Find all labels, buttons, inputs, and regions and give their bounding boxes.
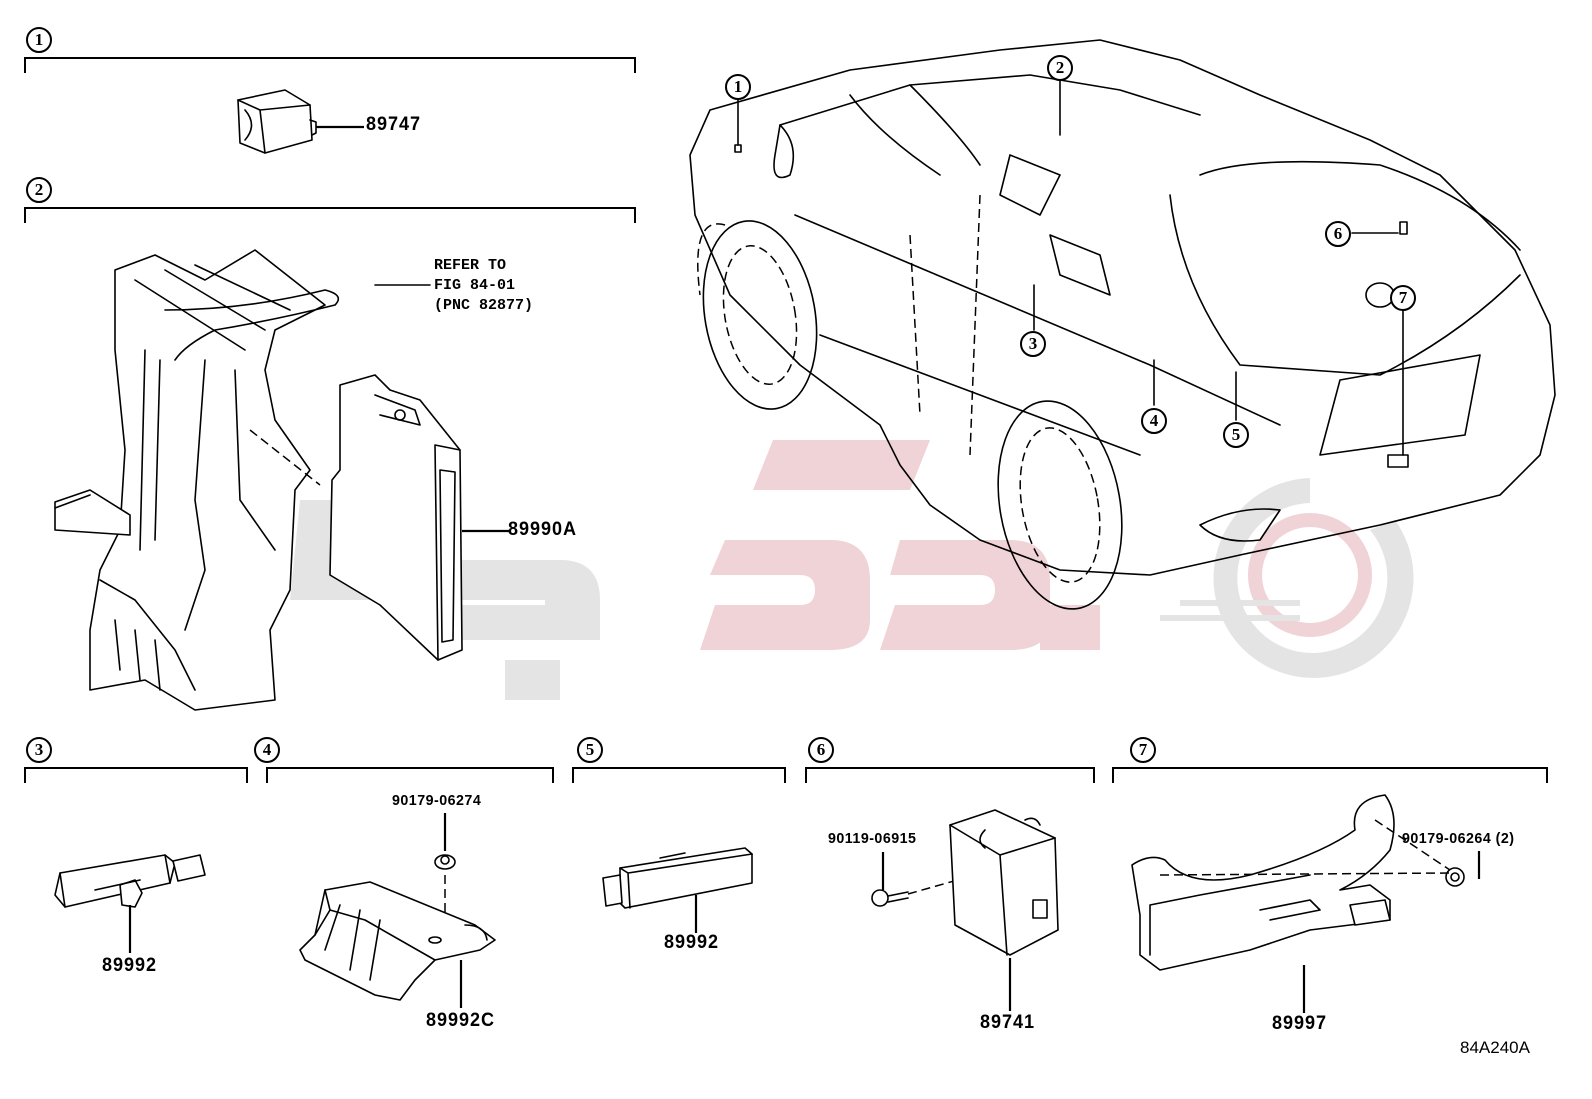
- group-7-callout: 7: [1130, 737, 1156, 763]
- part-number-89997[interactable]: 89997: [1272, 1013, 1327, 1034]
- part-number-89747[interactable]: 89747: [366, 114, 421, 135]
- junction-block-bracket-illustration: [54, 249, 340, 711]
- group-2-callout: 2: [26, 177, 52, 203]
- group-6-callout: 6: [808, 737, 834, 763]
- leader-89990a: [462, 529, 510, 533]
- dashed-line-ecu-bracket: [249, 429, 321, 486]
- leader-89997: [1302, 965, 1306, 1013]
- group-7-bracket: [1112, 767, 1548, 783]
- part-number-89992-group5[interactable]: 89992: [664, 932, 719, 953]
- leader-90179-06274: [443, 813, 447, 851]
- refer-note-line-3[interactable]: (PNC 82877): [434, 297, 534, 314]
- leader-89992-group5: [694, 895, 698, 933]
- part-89747-illustration: [237, 89, 317, 154]
- part-89992-group5-illustration: [602, 847, 753, 909]
- part-number-89992c[interactable]: 89992C: [426, 1010, 495, 1031]
- refer-note-line-1: REFER TO: [434, 257, 507, 274]
- vehicle-callout-4[interactable]: 4: [1141, 408, 1167, 434]
- vehicle-callout-6[interactable]: 6: [1325, 221, 1351, 247]
- leader-89747: [316, 125, 364, 129]
- group-2-bracket: [24, 207, 636, 223]
- nut-90179-06274-illustration: [434, 854, 456, 915]
- leader-refer-note: [374, 284, 431, 286]
- group-4-bracket: [266, 767, 554, 783]
- group-1-bracket: [24, 57, 636, 73]
- group-6-bracket: [805, 767, 1095, 783]
- part-number-89741[interactable]: 89741: [980, 1012, 1035, 1033]
- module-89741-illustration: [949, 809, 1059, 956]
- group-3-bracket: [24, 767, 248, 783]
- ecu-89990a-illustration: [329, 374, 463, 661]
- drawing-code: 84A240A: [1460, 1038, 1530, 1057]
- part-number-90179-06264[interactable]: 90179-06264 (2): [1402, 830, 1515, 847]
- group-1-callout: 1: [26, 27, 52, 53]
- vehicle-illustration: [689, 39, 1556, 610]
- antenna-89997-illustration: [1131, 794, 1451, 971]
- part-number-89992-group3[interactable]: 89992: [102, 955, 157, 976]
- vehicle-callout-1[interactable]: 1: [725, 74, 751, 100]
- group-4-callout: 4: [254, 737, 280, 763]
- vehicle-callout-7[interactable]: 7: [1390, 285, 1416, 311]
- vehicle-callout-2[interactable]: 2: [1047, 55, 1073, 81]
- bracket-89992c-illustration: [299, 881, 496, 1001]
- group-5-bracket: [572, 767, 786, 783]
- vehicle-callout-5[interactable]: 5: [1223, 422, 1249, 448]
- leader-89741: [1008, 958, 1012, 1011]
- leader-90119-06915: [881, 852, 885, 890]
- part-number-90179-06274[interactable]: 90179-06274: [392, 792, 482, 809]
- group-5-callout: 5: [577, 737, 603, 763]
- part-number-90119-06915[interactable]: 90119-06915: [828, 830, 917, 847]
- group-3-callout: 3: [26, 737, 52, 763]
- leader-90179-06264: [1477, 851, 1481, 879]
- leader-89992c: [459, 960, 463, 1008]
- refer-note-line-2[interactable]: FIG 84-01: [434, 277, 516, 294]
- leader-89992-group3: [128, 905, 132, 953]
- part-89992-group3-illustration: [54, 854, 206, 908]
- vehicle-callout-3[interactable]: 3: [1020, 331, 1046, 357]
- nut-90179-06264-illustration: [1445, 867, 1465, 887]
- part-number-89990a[interactable]: 89990A: [508, 519, 577, 540]
